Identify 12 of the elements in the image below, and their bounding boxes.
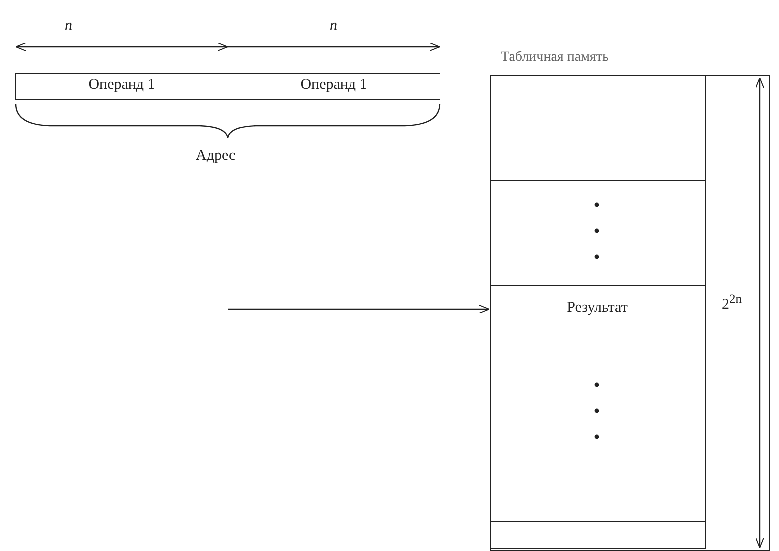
table-row: [490, 520, 706, 549]
dimension-label: n: [65, 18, 72, 35]
field-text: Операнд 1: [88, 77, 156, 94]
table-title: Табличная память: [501, 50, 609, 66]
brace-label: Адрес: [196, 148, 236, 165]
operand-field: [228, 73, 440, 100]
arrow: [228, 305, 490, 314]
row-text: Результат: [567, 300, 628, 316]
field-text: Операнд 1: [300, 77, 368, 94]
dimension-label: n: [330, 18, 338, 35]
dimension-label: 2$^{2n}$: [722, 292, 742, 314]
operand-field: [15, 73, 228, 100]
